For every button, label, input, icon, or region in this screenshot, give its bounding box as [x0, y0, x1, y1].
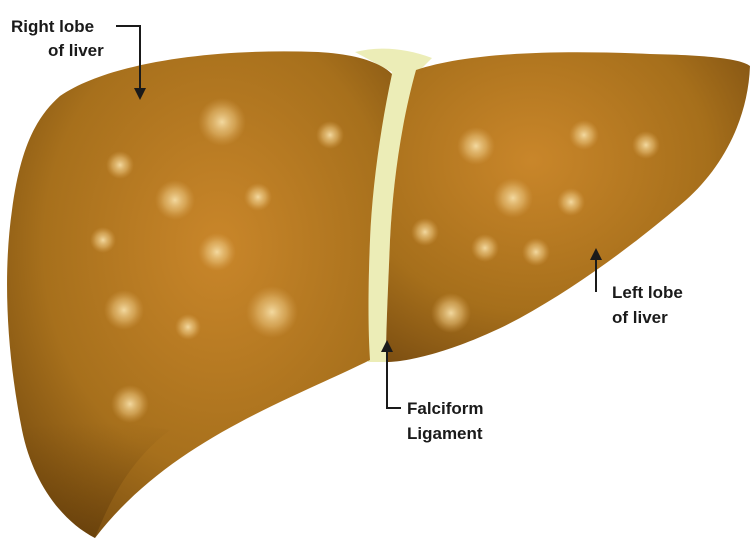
spot [175, 314, 201, 340]
right-lobe-label-line1: Right lobe [11, 17, 94, 36]
falciform-label-line1: Falciform [407, 399, 484, 418]
spot [493, 178, 533, 218]
spot [198, 233, 236, 271]
spot [155, 180, 195, 220]
spot [111, 385, 149, 423]
spot [632, 131, 660, 159]
spot [557, 188, 585, 216]
spot [104, 290, 144, 330]
spot [431, 293, 471, 333]
spot [471, 234, 499, 262]
spot [246, 286, 298, 338]
left-lobe-label-line1: Left lobe [612, 283, 683, 302]
falciform-label-line2: Ligament [407, 424, 483, 443]
spot [90, 227, 116, 253]
left-lobe-label-line2: of liver [612, 308, 668, 327]
spot [457, 127, 495, 165]
right-lobe-label-line2: of liver [48, 41, 104, 60]
spot [244, 183, 272, 211]
spot [106, 151, 134, 179]
spot [569, 120, 599, 150]
spot [522, 238, 550, 266]
spot [411, 218, 439, 246]
spot [316, 121, 344, 149]
spot [198, 98, 246, 146]
